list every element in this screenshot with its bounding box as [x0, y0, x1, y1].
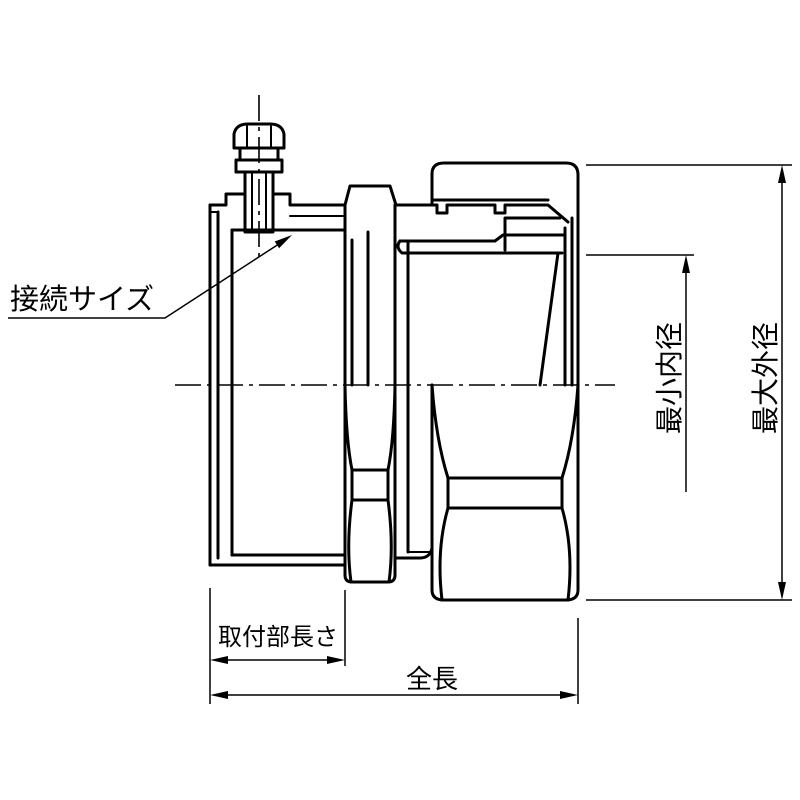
- total-length-label: 全長: [406, 665, 458, 695]
- connection-size-arrowhead: [274, 235, 292, 249]
- hex-outline: [343, 203, 397, 584]
- mounting-arrowhead-left: [210, 656, 228, 664]
- connection-size-label: 接続サイズ: [10, 282, 154, 316]
- connector-body: [208, 192, 347, 567]
- max-outer-diameter-label: 最大外径: [749, 322, 782, 434]
- max-outer-arrowhead-bottom: [778, 582, 786, 600]
- screw-shaft: [243, 170, 275, 234]
- mounting-arrowhead-right: [327, 656, 345, 664]
- cap-nut: [430, 161, 580, 602]
- max-outer-arrowhead-top: [778, 165, 786, 183]
- cap-nut-outline: [430, 161, 580, 602]
- sleeve-taper: [538, 251, 560, 387]
- sleeve-tube: [396, 239, 564, 255]
- cap-nut-upper-face: [430, 383, 580, 480]
- dimension-mounting-length: 取付部長さ: [209, 588, 346, 704]
- screw-head: [232, 122, 286, 150]
- dimension-max-outer-diameter: 最大外径: [586, 164, 792, 601]
- hex-upper-face: [343, 383, 397, 472]
- sleeve: [393, 203, 574, 387]
- hex-middle-face: [350, 468, 390, 502]
- connection-size-leader: [8, 239, 286, 319]
- hex-nut-middle: [343, 184, 398, 584]
- total-arrowhead-right: [560, 691, 578, 699]
- cap-nut-middle-face: [446, 476, 564, 510]
- cap-nut-lower-face: [438, 506, 572, 602]
- min-inner-diameter-label: 最小内径: [653, 322, 686, 434]
- mounting-length-label: 取付部長さ: [218, 623, 338, 651]
- sleeve-inner-top: [398, 233, 567, 243]
- body-top-outline: [208, 192, 347, 207]
- dimension-min-inner-diameter: 最小内径: [586, 254, 694, 492]
- connection-size-callout: 接続サイズ: [8, 235, 292, 319]
- grip-teeth: [393, 203, 570, 224]
- coupling-neck: [393, 239, 434, 560]
- hex-lower-face: [347, 498, 393, 584]
- total-arrowhead-left: [210, 691, 228, 699]
- min-inner-arrowhead: [682, 255, 690, 273]
- dimension-total-length: 全長: [210, 618, 579, 704]
- hex-crown: [343, 184, 398, 207]
- set-screw: [232, 122, 286, 234]
